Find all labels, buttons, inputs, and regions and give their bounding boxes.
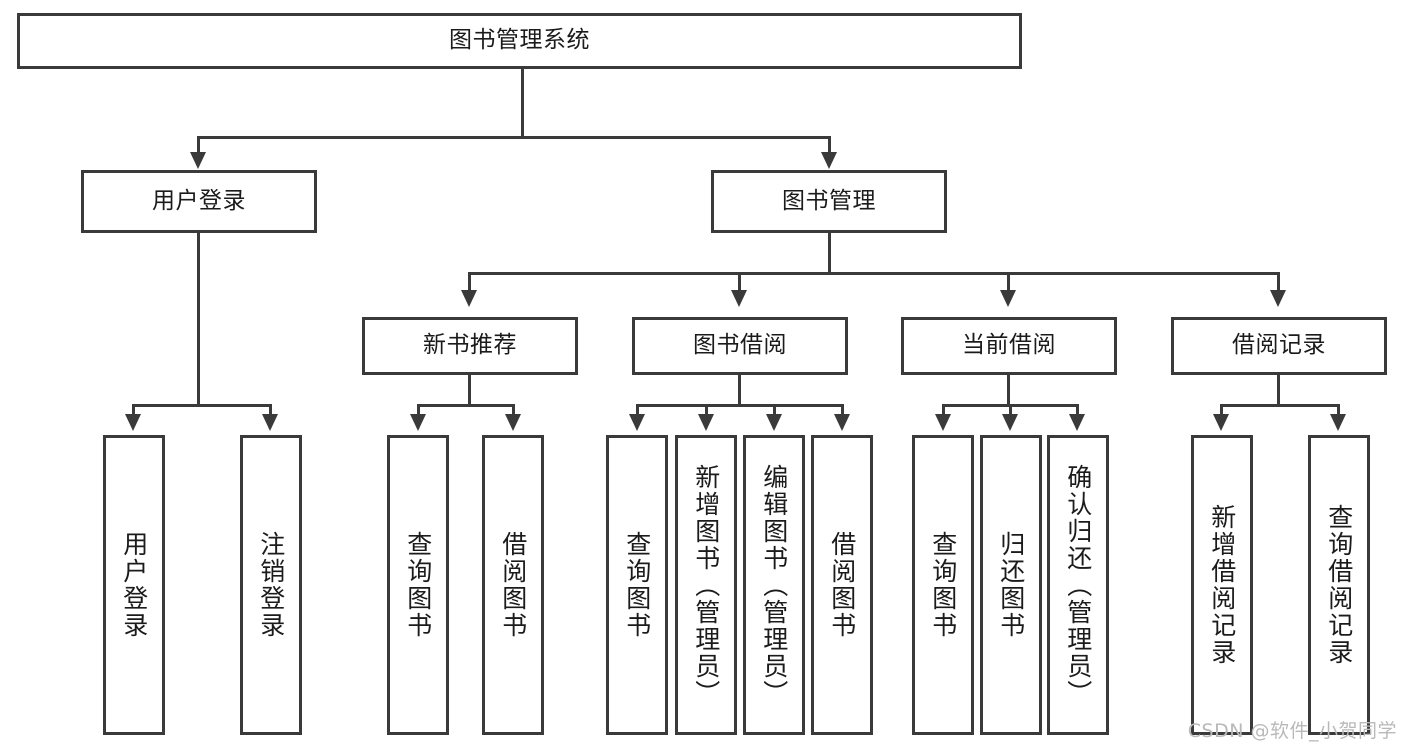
node-book-management[interactable]: 图书管理 [711,170,947,233]
connector-root-bus [197,136,831,139]
arrowhead-new-book-recommend [461,290,477,307]
node-new-book-recommend[interactable]: 新书推荐 [362,317,578,375]
connector-current-borrow-stem [1007,375,1010,406]
arrowhead-leaf-logout [262,414,278,431]
connector-br-drop-2 [1337,404,1340,416]
connector-book-mgmt-drop-2 [738,272,741,292]
node-label: 新书推荐 [423,332,517,359]
arrowhead-bb-edit-book [766,414,782,431]
leaf-bb-query-book[interactable]: 查询图书 [606,435,668,735]
connector-root-to-user-login [197,136,200,154]
arrowhead-book-borrow [731,290,747,307]
connector-bb-drop-3 [773,404,776,416]
arrowhead-cb-confirm-return [1069,414,1085,431]
connector-bb-drop-4 [841,404,844,416]
connector-book-mgmt-drop-4 [1277,272,1280,292]
node-root-system[interactable]: 图书管理系统 [17,13,1022,69]
leaf-bb-borrow-book[interactable]: 借阅图书 [811,435,873,735]
arrowhead-nbr-query-book [410,414,426,431]
node-user-login[interactable]: 用户登录 [81,170,317,233]
leaf-label: 确认归还（管理员） [1063,463,1093,707]
arrowhead-borrow-record [1270,290,1286,307]
connector-nbr-drop-2 [512,404,515,416]
connector-book-borrow-bus [636,404,844,407]
node-label: 图书借阅 [693,332,787,359]
leaf-label: 查询借阅记录 [1324,504,1354,666]
node-label: 图书管理系统 [449,27,590,54]
node-label: 当前借阅 [962,332,1056,359]
connector-book-mgmt-drop-1 [468,272,471,292]
connector-root-stem [521,69,524,137]
connector-book-mgmt-stem [828,233,831,273]
connector-br-drop-1 [1220,404,1223,416]
connector-new-book-recommend-stem [468,375,471,406]
leaf-bb-add-book[interactable]: 新增图书（管理员） [675,435,737,735]
arrowhead-bb-add-book [698,414,714,431]
leaf-br-query-record[interactable]: 查询借阅记录 [1308,435,1370,735]
leaf-label: 注销登录 [256,531,286,639]
leaf-cb-return-book[interactable]: 归还图书 [980,435,1042,735]
arrowhead-br-add-record [1213,414,1229,431]
arrowhead-br-query-record [1330,414,1346,431]
leaf-label: 借阅图书 [498,531,528,639]
watermark-text: CSDN @软件_小贺同学 [1187,720,1397,742]
leaf-cb-query-book[interactable]: 查询图书 [912,435,974,735]
connector-cb-drop-1 [942,404,945,416]
connector-root-to-book-mgmt [828,136,831,154]
arrowhead-nbr-borrow-book [505,414,521,431]
leaf-logout[interactable]: 注销登录 [240,435,302,735]
node-borrow-record[interactable]: 借阅记录 [1171,317,1387,375]
connector-book-borrow-stem [738,375,741,406]
arrowhead-cb-query-book [935,414,951,431]
leaf-label: 编辑图书（管理员） [759,463,789,707]
node-current-borrow[interactable]: 当前借阅 [901,317,1117,375]
arrowhead-cb-return-book [1002,414,1018,431]
connector-cb-drop-3 [1076,404,1079,416]
arrowhead-root-to-user-login [190,152,206,169]
leaf-bb-edit-book[interactable]: 编辑图书（管理员） [743,435,805,735]
connector-nbr-drop-1 [417,404,420,416]
leaf-label: 查询图书 [928,531,958,639]
leaf-label: 归还图书 [996,531,1026,639]
connector-bb-drop-1 [636,404,639,416]
leaf-nbr-query-book[interactable]: 查询图书 [387,435,449,735]
leaf-user-login[interactable]: 用户登录 [103,435,165,735]
connector-book-mgmt-drop-3 [1007,272,1010,292]
leaf-label: 查询图书 [403,531,433,639]
leaf-cb-confirm-return[interactable]: 确认归还（管理员） [1047,435,1109,735]
connector-cb-drop-2 [1009,404,1012,416]
connector-user-login-drop-2 [269,404,272,416]
connector-new-book-recommend-bus [417,404,514,407]
arrowhead-leaf-user-login [125,414,141,431]
node-label: 借阅记录 [1232,332,1326,359]
node-label: 用户登录 [152,187,246,214]
connector-borrow-record-stem [1277,375,1280,406]
arrowhead-bb-borrow-book [834,414,850,431]
connector-book-mgmt-bus [468,272,1279,275]
node-book-borrow[interactable]: 图书借阅 [632,317,848,375]
connector-user-login-stem [197,233,200,406]
connector-user-login-bus [132,404,270,407]
leaf-label: 新增借阅记录 [1207,504,1237,666]
arrowhead-current-borrow [1000,290,1016,307]
leaf-label: 借阅图书 [827,531,857,639]
connector-borrow-record-bus [1220,404,1340,407]
node-label: 图书管理 [782,187,876,214]
connector-user-login-drop-1 [132,404,135,416]
arrowhead-bb-query-book [629,414,645,431]
leaf-br-add-record[interactable]: 新增借阅记录 [1191,435,1253,735]
leaf-label: 查询图书 [622,531,652,639]
leaf-label: 用户登录 [119,531,149,639]
arrowhead-root-to-book-mgmt [821,152,837,169]
leaf-label: 新增图书（管理员） [691,463,721,707]
connector-bb-drop-2 [705,404,708,416]
leaf-nbr-borrow-book[interactable]: 借阅图书 [482,435,544,735]
